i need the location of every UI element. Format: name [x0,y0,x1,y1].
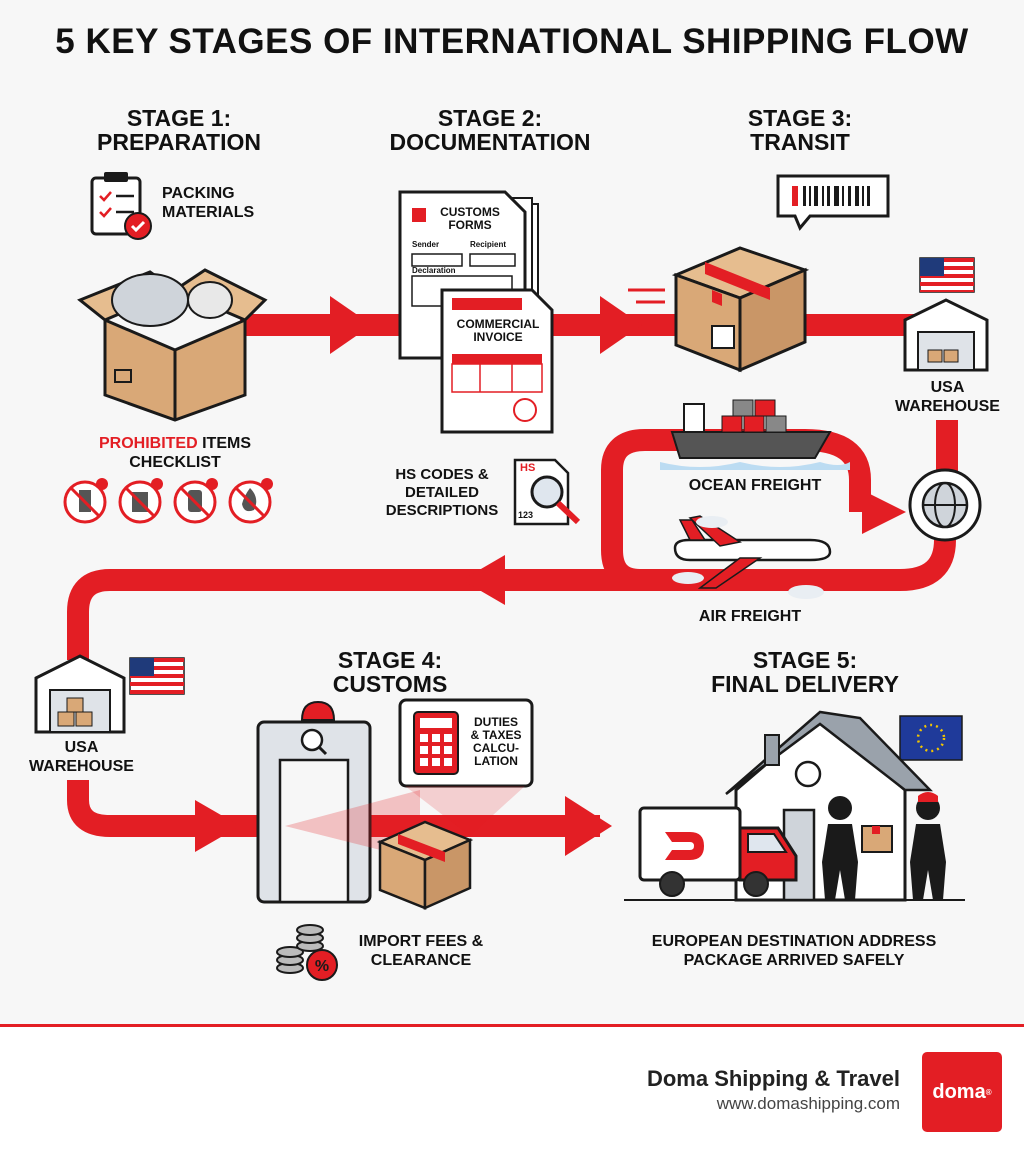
logo-text: doma [932,1080,986,1103]
flow-arrow-middle [67,569,640,660]
destination-label: EUROPEAN DESTINATION ADDRESS PACKAGE ARR… [651,933,937,970]
hs-magnifier-icon [513,458,581,526]
usa-flag-icon [919,257,975,293]
customs-forms-label: CUSTOMS FORMS [440,205,500,232]
stage-2-title: STAGE 2: DOCUMENTATION [389,105,591,156]
commercial-invoice-document [440,288,554,434]
coins-percent-icon: % [276,924,338,981]
cargo-ship-icon [660,399,850,470]
usa-warehouse-label: USA WAREHOUSE [895,379,1000,416]
prohibited-icons [63,478,273,524]
commercial-invoice-label: COMMERCIAL INVOICE [456,317,540,344]
duties-taxes-label: DUTIES & TAXES CALCU- LATION [470,715,522,768]
flow-arrow-top [240,296,960,354]
arrow-to-globe [862,490,906,534]
security-scanner-icon [256,700,420,904]
barcode-speech-bubble-icon [776,174,890,231]
recipient-field-label: Recipient [470,240,507,249]
stage-4-title: STAGE 4: CUSTOMS [332,647,448,698]
arrow-to-delivery [565,796,612,856]
footer [0,1027,1024,1154]
brand-block: Doma Shipping & Travel www.domashipping.… [647,1066,900,1114]
sender-field-label: Sender [412,240,440,249]
brand-name: Doma Shipping & Travel [646,1066,900,1091]
usa-warehouse-label: USA WAREHOUSE [29,739,134,776]
transit-loop [601,429,956,591]
globe-icon [908,468,982,542]
usa-flag-icon [129,657,185,695]
arrow-left [462,555,505,605]
stage-5-title: STAGE 5: FINAL DELIVERY [711,647,899,698]
hs-codes-label: HS CODES & DETAILED DESCRIPTIONS [385,466,499,519]
prohibited-items-label: PROHIBITED ITEMS CHECKLIST [98,435,251,472]
footer-divider [0,1024,1024,1027]
hs-doc-label: HS [520,462,536,474]
arrow-to-customs [195,800,240,852]
warehouse-icon [903,298,989,372]
package-box-icon [376,820,474,910]
doma-logo: doma® [922,1052,1002,1132]
ocean-freight-label: OCEAN FREIGHT [688,477,822,494]
eu-flag-icon [899,715,963,761]
stage-3-title: STAGE 3: TRANSIT [747,105,853,156]
hs-doc-number: 123 [518,510,534,520]
import-fees-label: IMPORT FEES & CLEARANCE [358,933,484,970]
open-box-icon [77,268,268,422]
page-title: 5 KEY STAGES OF INTERNATIONAL SHIPPING F… [55,22,969,61]
delivery-truck-icon [624,806,965,901]
package-box-icon [628,246,810,373]
calculator-monitor-icon [398,698,534,836]
flow-arrow-down [936,420,958,480]
airplane-icon [672,515,832,599]
brand-url[interactable]: www.domashipping.com [716,1094,900,1113]
svg-text:%: % [315,958,329,975]
packing-materials-label: PACKING MATERIALS [162,185,255,222]
clipboard-icon [90,172,152,240]
declaration-field-label: Declaration [412,266,456,275]
shipping-flow-diagram: % [34,172,989,981]
air-freight-label: AIR FREIGHT [698,608,802,625]
warehouse-icon [34,654,126,734]
people-handoff-icon [822,792,946,900]
registered-mark: ® [985,1087,992,1097]
stage-1-title: STAGE 1: PREPARATION [97,105,261,156]
flow-arrow-bottom [67,780,600,837]
